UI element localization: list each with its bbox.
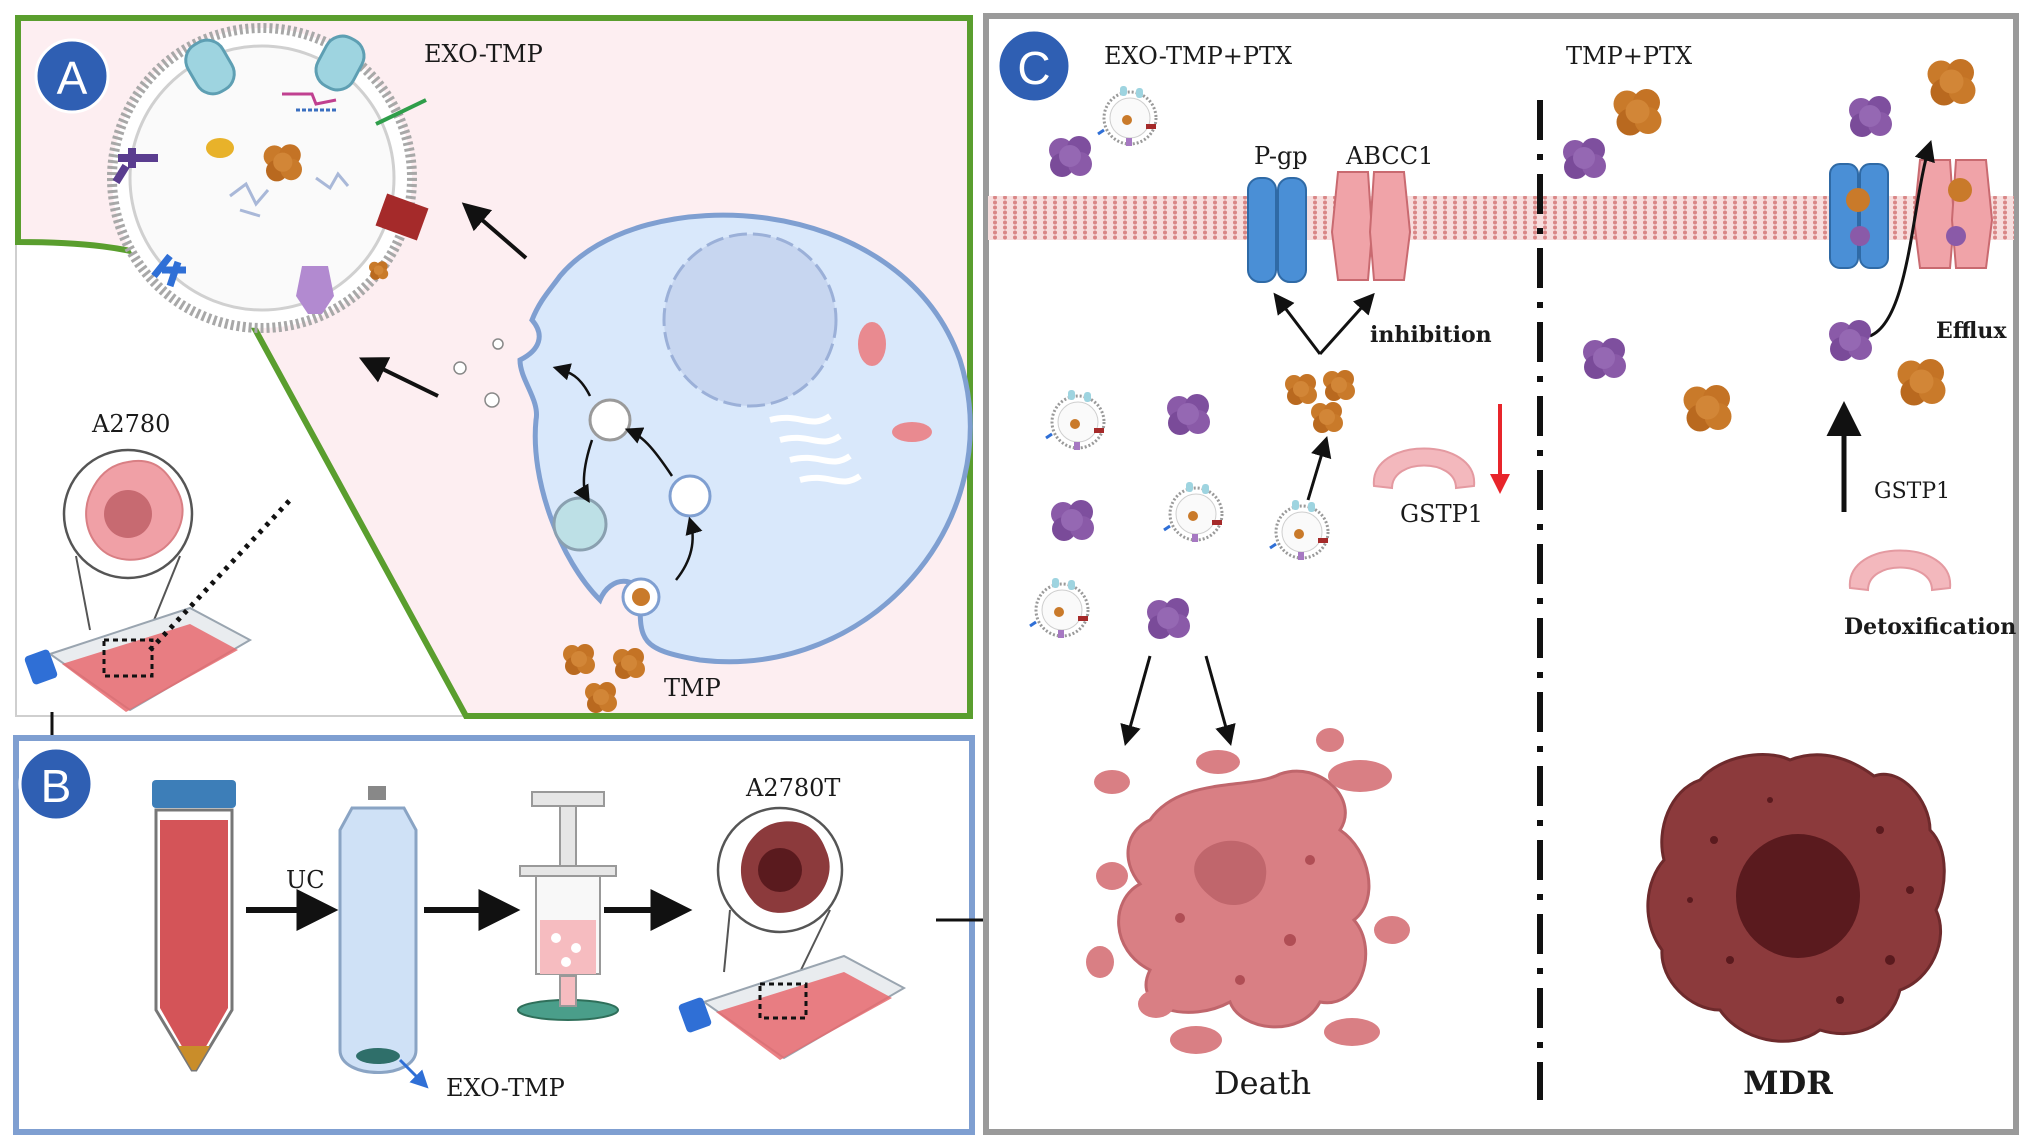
uc-label: UC — [286, 866, 325, 894]
receptor-red — [375, 193, 429, 241]
panel-c: EXO-TMP+PTX TMP+PTX P-gp ABCC1 inhibitio… — [983, 13, 2019, 1135]
inhibition-label: inhibition — [1370, 322, 1492, 348]
gstp1-left-label: GSTP1 — [1400, 500, 1483, 528]
pgp-transporter-left — [1247, 177, 1307, 283]
falcon-tube — [152, 780, 236, 1072]
pgp-label: P-gp — [1254, 142, 1308, 170]
mitochondrion — [858, 322, 886, 366]
badge-b: B — [18, 746, 94, 822]
a2780t-label: A2780T — [745, 774, 840, 802]
arrow — [1120, 655, 1152, 747]
detox-label: Detoxification — [1844, 614, 2016, 640]
mdr-label: MDR — [1743, 1064, 1833, 1102]
left-title: EXO-TMP+PTX — [1104, 42, 1292, 70]
a2780t-flask — [678, 806, 907, 1060]
surface-protein — [314, 34, 366, 92]
mdr-cell — [1646, 753, 1946, 1043]
abcc1-transporter-left — [1330, 171, 1412, 281]
surface-protein — [184, 38, 236, 96]
donor-cell — [369, 212, 973, 665]
death-label: Death — [1214, 1064, 1311, 1102]
svg-text:B: B — [41, 760, 72, 812]
a2780-label: A2780 — [91, 410, 170, 438]
arrow — [1318, 292, 1375, 356]
panel-a: EXO-TMP — [15, 15, 973, 719]
dying-cell — [1086, 728, 1410, 1054]
arrow — [1306, 435, 1332, 501]
badge-a: A — [34, 38, 110, 114]
exo-tmp-label: EXO-TMP — [424, 40, 543, 68]
golgi — [769, 413, 862, 485]
arrow — [461, 202, 528, 260]
badge-c: C — [996, 28, 1072, 104]
right-title: TMP+PTX — [1566, 42, 1692, 70]
pgp-transporter-right — [1829, 163, 1889, 269]
svg-text:C: C — [1017, 42, 1050, 94]
exosome-large — [107, 23, 429, 333]
panel-b: UC EXO-TMP — [13, 735, 975, 1135]
mitochondrion — [892, 422, 932, 442]
uc-tube — [338, 786, 429, 1089]
gstp1-right-label: GSTP1 — [1874, 479, 1950, 504]
arrow — [1273, 292, 1322, 355]
efflux-arrow — [1869, 140, 1935, 338]
exo-tmp-label-b: EXO-TMP — [446, 1074, 565, 1102]
tmp-label: TMP — [664, 674, 721, 702]
efflux-label: Efflux — [1936, 318, 2007, 344]
transporter-purple — [296, 266, 334, 314]
nucleus — [662, 232, 838, 408]
arrow — [1204, 655, 1236, 747]
a2780-flask — [24, 448, 292, 712]
abcc1-label: ABCC1 — [1345, 142, 1433, 170]
arrow — [358, 357, 439, 398]
svg-text:A: A — [57, 52, 88, 104]
syringe-filter — [517, 791, 619, 1021]
